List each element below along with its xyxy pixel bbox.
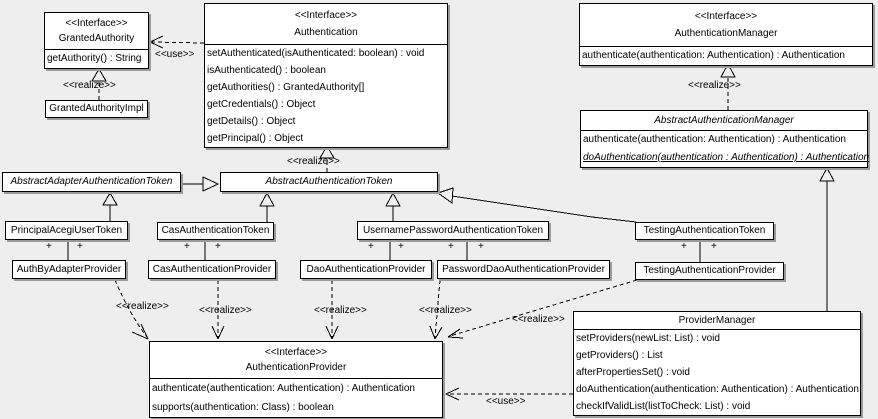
class-name: TestingAuthenticationToken	[643, 225, 766, 236]
class-name: AbstractAuthenticationToken	[265, 176, 393, 187]
method-label: supports(authentication: Class) : boolea…	[152, 402, 334, 413]
realize-label: <<realize>>	[512, 314, 565, 325]
method-label: getProviders() : List	[576, 350, 663, 361]
class-dao-authentication-provider: DaoAuthenticationProvider	[300, 260, 432, 279]
class-testing-authentication-provider: TestingAuthenticationProvider	[635, 262, 784, 280]
open-arrow-icon	[131, 323, 149, 340]
assoc-end-label: +	[77, 241, 83, 252]
open-arrow-icon	[447, 328, 464, 339]
class-cas-authentication-token: CasAuthenticationToken	[157, 222, 274, 240]
method-label: getDetails() : Object	[207, 116, 296, 127]
realize-edge-passworddaoprovider	[434, 279, 441, 339]
method-label: authenticate(authentication: Authenticat…	[583, 134, 846, 145]
hollow-triangle-icon	[91, 68, 107, 82]
realize-label: <<realize>>	[314, 305, 367, 316]
class-name: Authentication	[294, 27, 358, 38]
class-name: TestingAuthenticationProvider	[643, 265, 776, 276]
assoc-end-label: +	[478, 241, 484, 252]
method-label: checkIfValidList(listToCheck: List) : vo…	[576, 401, 751, 412]
class-name: AuthenticationManager	[674, 28, 778, 40]
class-name: PasswordDaoAuthenticationProvider	[442, 264, 605, 275]
hollow-triangle-icon	[102, 192, 118, 206]
class-granted-authority: <<Interface>> GrantedAuthority getAuthor…	[44, 12, 149, 69]
class-abstract-authentication-manager: AbstractAuthenticationManager authentica…	[580, 110, 870, 168]
hollow-triangle-icon	[720, 62, 736, 78]
realize-label: <<realize>>	[688, 80, 741, 91]
class-password-dao-authentication-provider: PasswordDaoAuthenticationProvider	[437, 260, 610, 279]
class-name: AbstractAuthenticationManager	[654, 115, 794, 126]
stereotype-label: <<Interface>>	[294, 10, 358, 21]
assoc-end-label: +	[711, 241, 717, 252]
assoc-end-label: +	[46, 241, 52, 252]
open-arrow-icon	[148, 35, 164, 49]
method-label: setAuthenticated(isAuthenticated: boolea…	[207, 48, 425, 59]
class-name: AbstractAdapterAuthenticationToken	[10, 176, 173, 187]
open-arrow-icon	[429, 325, 443, 340]
class-authentication: <<Interface>> Authentication setAuthenti…	[204, 3, 448, 148]
method-label: getAuthority() : String	[47, 53, 142, 64]
method-label: doAuthentication(authentication: Authent…	[576, 384, 859, 395]
gen-edge-testingtoken	[451, 195, 637, 223]
use-edge-authentication-grantedauthority	[151, 41, 205, 44]
realize-label: <<realize>>	[63, 80, 116, 91]
realize-label: <<realize>>	[287, 156, 340, 167]
open-arrow-icon	[325, 325, 339, 340]
assoc-end-label: +	[184, 241, 190, 252]
class-name: CasAuthenticationProvider	[152, 264, 272, 275]
hollow-triangle-icon	[819, 166, 835, 182]
realize-label: <<realize>>	[199, 305, 252, 316]
class-name: ProviderManager	[678, 315, 756, 326]
class-name: AuthByAdapterProvider	[16, 264, 122, 275]
method-label: getCredentials() : Object	[207, 99, 316, 110]
hollow-triangle-icon	[202, 176, 220, 192]
class-provider-manager: ProviderManager setProviders(newList: Li…	[573, 311, 861, 416]
class-name: DaoAuthenticationProvider	[306, 264, 426, 275]
method-label: authenticate(authentication: Authenticat…	[582, 50, 845, 61]
class-auth-by-adapter-provider: AuthByAdapterProvider	[12, 260, 126, 279]
method-label: isAuthenticated() : boolean	[207, 65, 326, 76]
stereotype-label: <<Interface>>	[694, 10, 758, 22]
realize-label: <<realize>>	[116, 301, 169, 312]
class-name: PrincipalAcegiUserToken	[10, 225, 123, 236]
class-name: AuthenticationProvider	[245, 362, 347, 374]
assoc-end-label: +	[398, 241, 404, 252]
use-label: <<use>>	[486, 396, 526, 407]
class-name: GrantedAuthorityImpl	[49, 103, 144, 114]
open-arrow-icon	[444, 387, 460, 401]
method-label: afterPropertiesSet() : void	[576, 367, 690, 378]
class-username-password-authentication-token: UsernamePasswordAuthenticationToken	[357, 221, 549, 240]
hollow-triangle-icon	[319, 145, 335, 159]
realize-edge-authbyadapterprovider	[114, 279, 148, 338]
method-label: getPrincipal() : Object	[207, 133, 304, 144]
class-abstract-adapter-authentication-token: AbstractAdapterAuthenticationToken	[2, 172, 181, 192]
class-testing-authentication-token: TestingAuthenticationToken	[635, 222, 774, 240]
method-label: doAuthentication(authentication : Authen…	[583, 152, 870, 163]
assoc-end-label: +	[448, 241, 454, 252]
assoc-end-label: +	[215, 241, 221, 252]
assoc-end-label: +	[681, 241, 687, 252]
method-label: authenticate(authentication: Authenticat…	[152, 383, 415, 394]
class-name: GrantedAuthority	[58, 33, 135, 45]
class-authentication-manager: <<Interface>> AuthenticationManager auth…	[579, 3, 873, 66]
class-cas-authentication-provider: CasAuthenticationProvider	[148, 260, 276, 279]
class-principal-acegi-user-token: PrincipalAcegiUserToken	[5, 221, 128, 240]
stereotype-label: <<Interface>>	[65, 17, 128, 29]
hollow-triangle-icon	[385, 191, 401, 207]
hollow-triangle-icon	[436, 187, 454, 204]
class-authentication-provider: <<Interface>> AuthenticationProvider aut…	[149, 341, 443, 418]
hollow-triangle-icon	[259, 191, 275, 207]
realize-edge-testingprovider	[449, 279, 638, 337]
stereotype-label: <<Interface>>	[264, 346, 328, 358]
method-label: getAuthorities() : GrantedAuthority[]	[207, 82, 365, 93]
use-label: <<use>>	[155, 49, 195, 60]
class-granted-authority-impl: GrantedAuthorityImpl	[45, 100, 148, 118]
class-name: UsernamePasswordAuthenticationToken	[362, 225, 544, 236]
realize-label: <<realize>>	[419, 305, 472, 316]
class-abstract-authentication-token: AbstractAuthenticationToken	[220, 172, 438, 192]
class-name: CasAuthenticationToken	[161, 225, 270, 236]
assoc-end-label: +	[368, 241, 374, 252]
method-label: setProviders(newList: List) : void	[576, 333, 720, 344]
open-arrow-icon	[211, 325, 225, 340]
